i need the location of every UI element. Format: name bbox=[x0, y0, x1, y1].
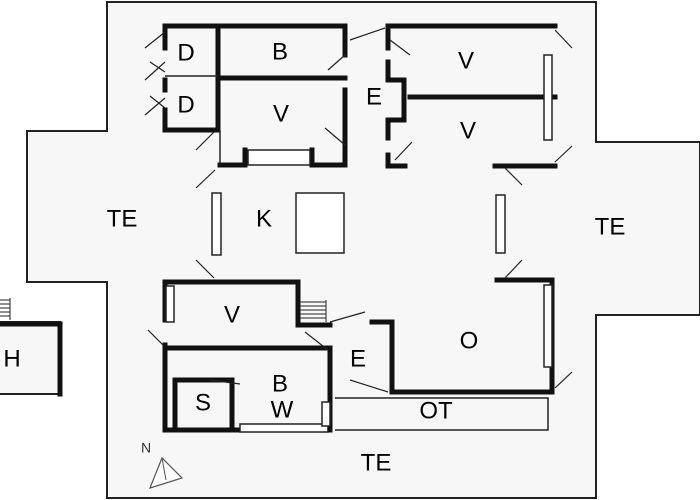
label-o: O bbox=[460, 327, 479, 354]
label-h: H bbox=[3, 345, 20, 372]
annex-building bbox=[0, 298, 63, 397]
label-d-top: D bbox=[177, 39, 194, 66]
label-te-bottom: TE bbox=[361, 449, 392, 476]
kitchen-counter-left bbox=[211, 192, 222, 256]
label-ot: OT bbox=[419, 397, 453, 424]
label-b-top: B bbox=[272, 38, 288, 65]
label-b-lower: B bbox=[272, 370, 288, 397]
label-te-left: TE bbox=[107, 205, 138, 232]
label-d-bottom: D bbox=[177, 91, 194, 118]
bathroom-fixture bbox=[321, 401, 331, 427]
window-bathroom bbox=[239, 423, 329, 433]
kitchen-fixtures bbox=[211, 192, 506, 256]
annex-stairs bbox=[0, 298, 11, 320]
label-te-right: TE bbox=[595, 213, 626, 240]
label-e-lower: E bbox=[350, 345, 366, 372]
window-kitchen-right bbox=[495, 194, 506, 254]
kitchen-island bbox=[295, 192, 345, 254]
door-swings bbox=[144, 27, 573, 393]
label-w: W bbox=[271, 396, 294, 423]
label-k: K bbox=[256, 205, 272, 232]
interior-walls bbox=[162, 23, 558, 433]
window-right-top bbox=[543, 54, 553, 141]
label-e-top: E bbox=[366, 83, 382, 110]
window-lower-left bbox=[165, 285, 175, 323]
label-s: S bbox=[195, 389, 211, 416]
label-v-mid-right: V bbox=[460, 117, 476, 144]
window-living bbox=[543, 284, 553, 368]
svg-text:N: N bbox=[141, 440, 151, 456]
window-kitchen-top bbox=[247, 149, 311, 166]
label-v-lower: V bbox=[224, 301, 240, 328]
north-compass-icon: N bbox=[141, 440, 184, 489]
terrace-outline bbox=[26, 1, 700, 499]
interior-stairs bbox=[300, 300, 327, 322]
label-v-top-right: V bbox=[458, 47, 474, 74]
label-v-top-middle: V bbox=[273, 100, 289, 127]
